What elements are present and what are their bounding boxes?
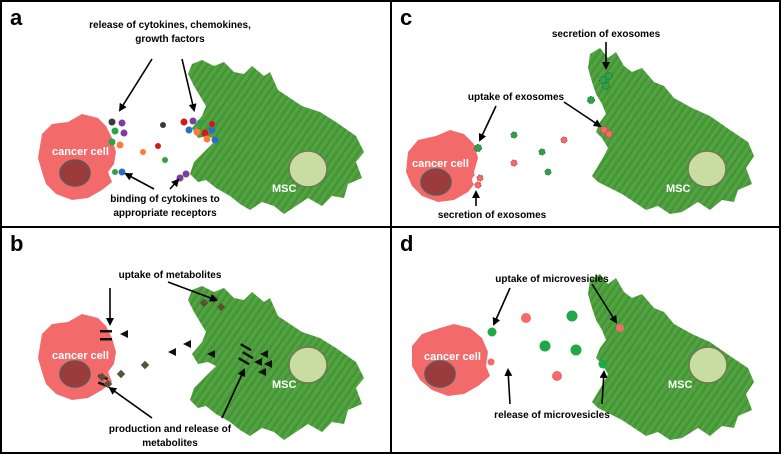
panel-a: MSC cancer cell [0, 0, 392, 228]
arrow-production-left [108, 386, 153, 419]
panel-c: MSC cancer cell secretion of exosomes up… [390, 0, 781, 228]
panel-letter: c [400, 5, 413, 30]
msc-label: MSC [272, 379, 297, 391]
msc-nucleus [688, 346, 728, 384]
label-production-line1: production and release of [109, 424, 232, 435]
label-uptake: uptake of microvesicles [495, 274, 609, 285]
label-release-line1: release of cytokines, chemokines, [89, 20, 251, 31]
panel-d-diagram: MSC cancer cell uptake of microvesicles … [412, 274, 754, 440]
cancer-cell [38, 314, 116, 400]
arrow-release-right [599, 370, 608, 405]
exosomes [474, 72, 613, 189]
msc-cell [588, 274, 754, 440]
microvesicles [487, 310, 624, 381]
cancer-cell [38, 114, 116, 200]
arrow-uptake-right [167, 281, 218, 302]
arrow-binding-right [169, 178, 180, 190]
msc-nucleus [288, 150, 328, 188]
cancer-cell-label: cancer cell [412, 158, 469, 170]
msc-cell [188, 286, 364, 440]
cytokine-molecules [108, 117, 219, 182]
arrow-release-right [181, 58, 197, 112]
label-secretion-top: secretion of exosomes [552, 29, 661, 40]
cancer-nucleus [420, 168, 452, 196]
msc-nucleus [687, 150, 727, 188]
arrow-release-left [118, 58, 153, 112]
cancer-cell-label: cancer cell [424, 351, 481, 363]
arrow-binding-left [124, 173, 155, 190]
cancer-cell-label: cancer cell [52, 350, 109, 362]
panel-c-diagram: MSC cancer cell secretion of exosomes up… [406, 29, 754, 221]
label-release: release of microvesicles [494, 410, 610, 421]
msc-label: MSC [668, 379, 693, 391]
arrow-uptake-right [563, 101, 602, 128]
label-production-line2: metabolites [142, 438, 198, 449]
arrow-uptake-left [478, 105, 497, 142]
label-uptake: uptake of exosomes [468, 92, 565, 103]
cancer-nucleus [59, 360, 91, 388]
panel-b-diagram: MSC cancer cell [38, 270, 364, 449]
label-release-line2: growth factors [135, 34, 205, 45]
cancer-nucleus [59, 159, 91, 187]
label-secretion-bottom: secretion of exosomes [438, 210, 547, 221]
panel-d: MSC cancer cell uptake of microvesicles … [390, 226, 781, 454]
panel-a-diagram: MSC cancer cell [38, 20, 364, 219]
label-binding-line2: appropriate receptors [113, 208, 217, 219]
label-binding-line1: binding of cytokines to [110, 194, 219, 205]
arrow-production-right [221, 368, 246, 419]
cancer-cell-label: cancer cell [52, 146, 109, 158]
arrow-uptake-right [591, 283, 618, 324]
panel-letter: b [10, 231, 24, 256]
arrow-release-left [504, 368, 513, 405]
panel-letter: d [400, 231, 414, 256]
msc-nucleus [288, 346, 328, 384]
label-uptake: uptake of metabolites [119, 270, 222, 281]
cancer-nucleus [424, 360, 456, 388]
msc-label: MSC [666, 183, 691, 195]
msc-label: MSC [272, 183, 297, 195]
panel-letter: a [10, 5, 23, 30]
arrow-uptake-left [492, 287, 511, 326]
panel-b: MSC cancer cell [0, 226, 392, 454]
